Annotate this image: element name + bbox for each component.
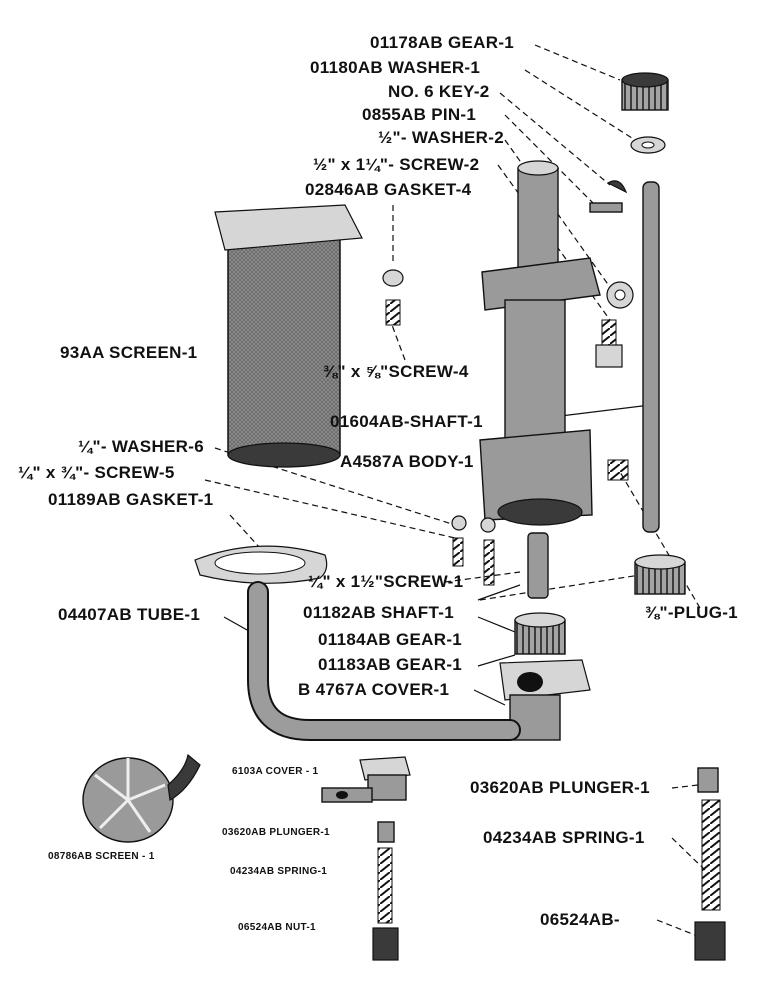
body-a4587-part bbox=[479, 160, 601, 526]
shaft-01604-part bbox=[642, 181, 660, 533]
screw-1-half-part bbox=[483, 539, 495, 586]
leader-key bbox=[499, 92, 611, 186]
leader-plunger-right bbox=[671, 784, 699, 789]
leader-shaft-01182 bbox=[477, 584, 521, 601]
label-screw-3-8: ⅜" x ⅝"SCREW-4 bbox=[323, 362, 469, 381]
leader-gear-01178 bbox=[534, 44, 621, 81]
leader-screw-1-half bbox=[444, 571, 521, 583]
label-part-06524: 06524AB- bbox=[540, 910, 620, 929]
label-gasket-01189: 01189AB GASKET-1 bbox=[48, 490, 214, 509]
gear-upper-part bbox=[634, 554, 686, 595]
label-spring-left: 04234AB SPRING-1 bbox=[230, 866, 328, 877]
label-cover-6103: 6103A COVER - 1 bbox=[232, 766, 319, 777]
screen-93aa-part bbox=[214, 204, 363, 468]
leader-part-06524 bbox=[656, 919, 696, 936]
leader-screw-3-8 bbox=[391, 324, 406, 361]
label-screen-93aa: 93AA SCREEN-1 bbox=[60, 343, 198, 362]
plunger-right-part bbox=[697, 767, 719, 793]
label-shaft-01182: 01182AB SHAFT-1 bbox=[303, 603, 454, 622]
label-body: A4587A BODY-1 bbox=[340, 452, 474, 471]
label-gear-01184: 01184AB GEAR-1 bbox=[318, 630, 463, 649]
gasket-02846-part bbox=[382, 269, 404, 287]
label-screen-08786: 08786AB SCREEN - 1 bbox=[48, 851, 155, 862]
key-part bbox=[606, 180, 628, 194]
screw-3-8-part bbox=[385, 299, 401, 326]
label-gear-01178: 01178AB GEAR-1 bbox=[370, 33, 515, 52]
screen-08786-part bbox=[82, 753, 201, 843]
leader-spring-right bbox=[671, 837, 706, 871]
label-screw-1-half: ¼" x 1½"SCREW-1 bbox=[308, 572, 464, 591]
plug-3-8-part bbox=[607, 459, 629, 481]
leader-gear-upper bbox=[479, 574, 641, 601]
label-plunger-left: 03620AB PLUNGER-1 bbox=[222, 827, 330, 838]
label-gear-01183: 01183AB GEAR-1 bbox=[318, 655, 463, 674]
cover-b4767-part bbox=[499, 659, 591, 741]
screw-quarter-part bbox=[452, 537, 464, 567]
label-gasket-02846: 02846AB GASKET-4 bbox=[305, 180, 472, 199]
label-plug: ⅜"-PLUG-1 bbox=[645, 603, 738, 622]
plunger-left-part bbox=[377, 821, 395, 843]
tube-04407-part bbox=[249, 583, 519, 739]
label-plunger-right: 03620AB PLUNGER-1 bbox=[470, 778, 650, 797]
label-cover-b4767: B 4767A COVER-1 bbox=[298, 680, 450, 699]
gear-01184-part bbox=[514, 612, 566, 655]
leader-cover-b4767 bbox=[473, 689, 506, 706]
label-nut-06524: 06524AB NUT-1 bbox=[238, 922, 316, 933]
gear-01178-part bbox=[621, 72, 669, 111]
washer-quarter-part bbox=[451, 515, 467, 531]
label-screw-half: ½" x 1¼"- SCREW-2 bbox=[313, 155, 480, 174]
leader-plug bbox=[619, 471, 701, 609]
label-spring-right: 04234AB SPRING-1 bbox=[483, 828, 645, 847]
spring-left-part bbox=[377, 847, 393, 924]
label-washer-half: ½"- WASHER-2 bbox=[378, 128, 504, 147]
label-washer-quarter: ¼"- WASHER-6 bbox=[78, 437, 204, 456]
nut-right-part bbox=[694, 921, 726, 961]
leader-gear-01184 bbox=[477, 616, 516, 633]
shaft-01182-part bbox=[527, 532, 549, 599]
leader-screw-quarter bbox=[204, 479, 456, 539]
label-screw-quarter: ¼" x ¾"- SCREW-5 bbox=[18, 463, 175, 482]
cover-6103-part bbox=[321, 756, 411, 803]
label-pin: 0855AB PIN-1 bbox=[362, 105, 477, 124]
label-shaft-01604: 01604AB-SHAFT-1 bbox=[330, 412, 483, 431]
spring-right-part bbox=[701, 799, 721, 911]
label-tube: 04407AB TUBE-1 bbox=[58, 605, 201, 624]
label-key: NO. 6 KEY-2 bbox=[388, 82, 490, 101]
label-washer-01180: 01180AB WASHER-1 bbox=[310, 58, 481, 77]
leader-gear-01183 bbox=[477, 654, 516, 667]
pin-part bbox=[589, 202, 623, 213]
leader-gasket-01189 bbox=[229, 514, 261, 549]
leader-washer-01180 bbox=[524, 69, 636, 141]
leader-pin bbox=[504, 114, 601, 211]
nut-left-part bbox=[372, 927, 399, 961]
